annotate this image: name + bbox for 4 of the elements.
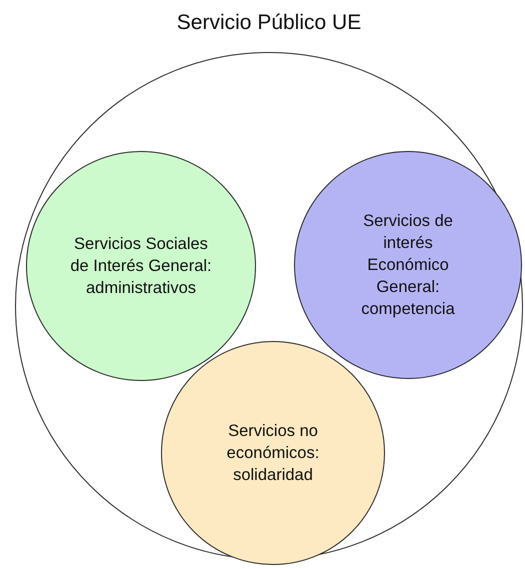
circle-label: Servicios no económicos: solidaridad (226, 421, 320, 486)
circle-label: Servicios Sociales de Interés General: administrativos (69, 234, 213, 299)
circle-heading: Servicio Público UE (176, 11, 362, 35)
circle-label: Servicios de interés Económico General: competencia (360, 211, 456, 320)
